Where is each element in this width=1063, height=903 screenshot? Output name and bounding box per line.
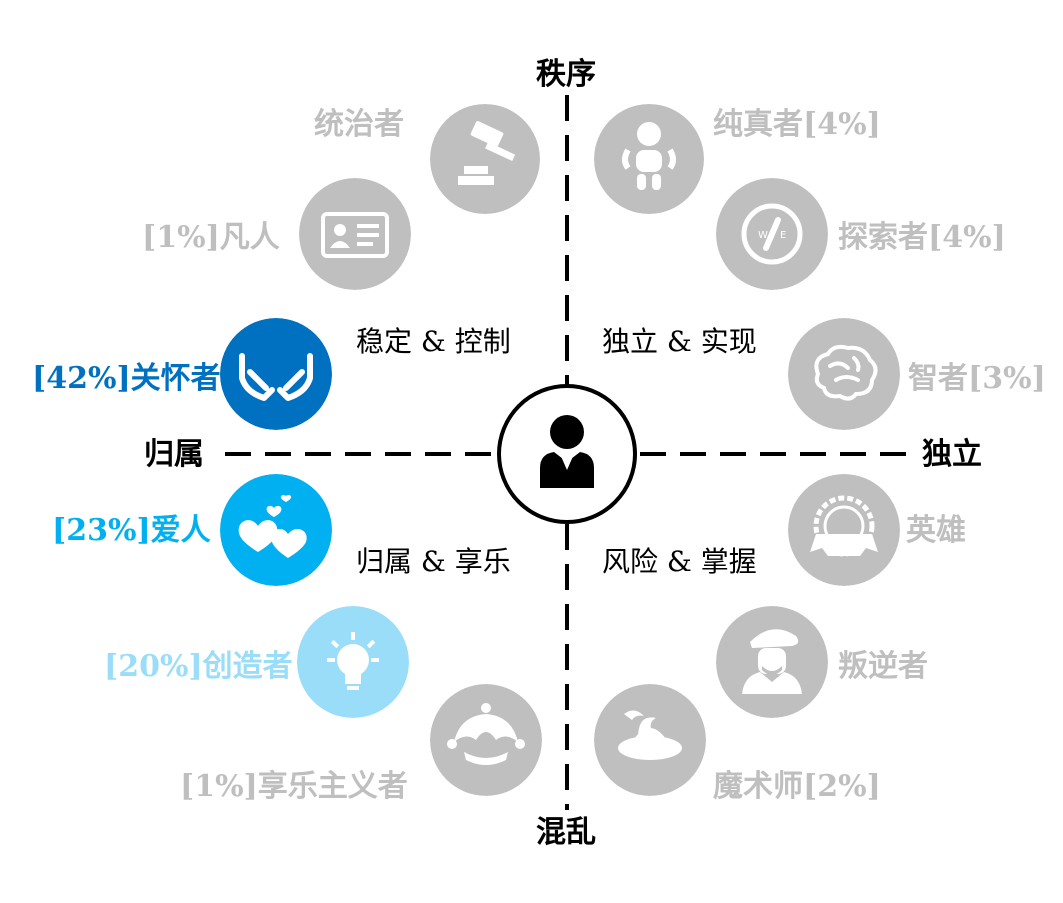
lightbulb-icon <box>327 632 379 690</box>
quadrant-label-independence-fulfillment: 独立 & 实现 <box>602 325 757 358</box>
outlaw-label: 叛逆者 <box>838 649 928 684</box>
magician-circle <box>594 684 706 796</box>
person-icon <box>540 415 594 488</box>
sage-label: 智者[3%] <box>908 361 1046 396</box>
baby-icon <box>622 122 676 190</box>
rebel-icon <box>742 629 802 694</box>
jester-circle <box>430 684 542 796</box>
id-card-icon <box>321 212 389 258</box>
everyman-circle <box>299 178 411 290</box>
lover-circle <box>220 474 332 586</box>
axis-label-order: 秩序 <box>536 57 596 92</box>
explorer-label: 探索者[4%] <box>838 220 1006 255</box>
jester-label: [1%]享乐主义者 <box>180 769 408 804</box>
everyman-label: [1%]凡人 <box>142 220 280 255</box>
hero-circle <box>788 474 900 586</box>
brain-icon <box>814 344 878 401</box>
innocent-circle <box>594 104 704 214</box>
jester-hat-icon <box>447 703 525 765</box>
axis-label-belonging: 归属 <box>144 437 204 472</box>
wizard-hat-icon <box>618 710 682 760</box>
compass-icon: W E <box>741 203 803 265</box>
caring-hands-icon <box>239 353 313 401</box>
innocent-label: 纯真者[4%] <box>713 107 881 142</box>
svg-text:W: W <box>758 230 768 241</box>
ruler-label: 统治者 <box>314 107 404 142</box>
badge-icon <box>810 495 878 557</box>
creator-label: [20%]创造者 <box>104 649 293 684</box>
caregiver-circle <box>220 318 332 430</box>
magician-label: 魔术师[2%] <box>713 769 881 804</box>
lover-label: [23%]爱人 <box>52 513 211 548</box>
sage-circle <box>788 318 900 430</box>
svg-text:E: E <box>780 230 786 241</box>
hearts-icon <box>238 494 307 558</box>
outlaw-circle <box>716 606 828 718</box>
gavel-icon <box>458 121 516 185</box>
axis-label-chaos: 混乱 <box>536 815 596 850</box>
quadrant-label-stability-control: 稳定 & 控制 <box>356 325 511 358</box>
axis-label-independence: 独立 <box>922 437 982 472</box>
creator-circle <box>297 606 409 718</box>
caregiver-label: [42%]关怀者 <box>32 361 221 396</box>
quadrant-label-risk-mastery: 风险 & 掌握 <box>602 545 757 578</box>
hero-label: 英雄 <box>906 513 966 548</box>
quadrant-label-belonging-enjoyment: 归属 & 享乐 <box>356 545 511 578</box>
ruler-circle <box>430 104 540 214</box>
explorer-circle: W E <box>716 178 828 290</box>
